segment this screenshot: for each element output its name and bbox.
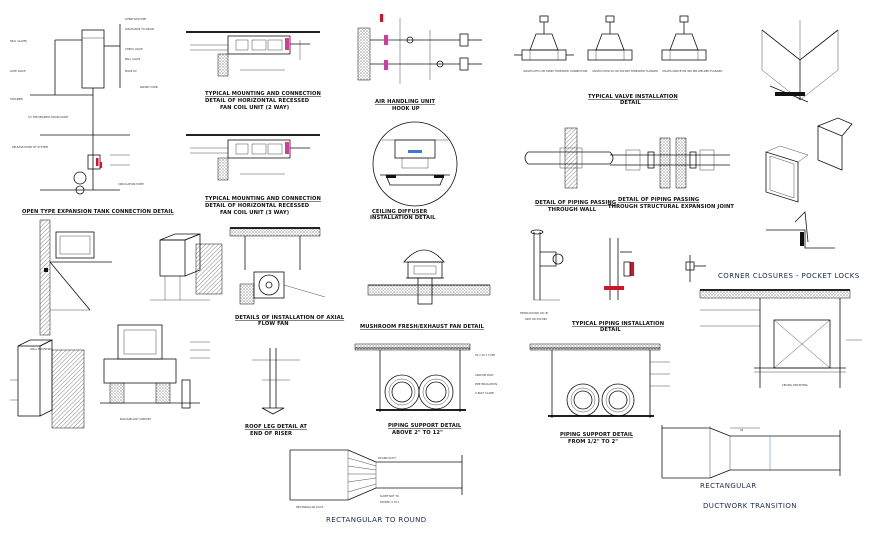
title-fcu-2way-1: TYPICAL MOUNTING AND CONNECTION [205, 91, 321, 97]
label-overflow: OVERFLOW PIPE [125, 17, 146, 21]
title-fcu-3way-1: TYPICAL MOUNTING AND CONNECTION [205, 196, 321, 202]
label-piping-size: SIDE OR 200 MM [525, 317, 547, 321]
pipe-small-1 [566, 383, 600, 417]
title-ahu-2: HOOK UP [392, 106, 420, 112]
expansion-tank [81, 29, 105, 89]
wall-mounting-iso: WALL MOUNTING [10, 339, 85, 429]
label-piping-round: PIPING ROUND OR UP [520, 311, 549, 315]
label-rectangular: RECTANGULAR [700, 482, 757, 490]
label-anchor-bolt: ANCHOR BOLT [475, 373, 494, 377]
title-pipe-support-large-2: ABOVE 2" TO 12" [392, 430, 443, 436]
valve-label-2: VALVES OVER 50 ON 300 MM THREADED FLANGE… [592, 69, 658, 73]
title-ceiling-diffuser-2: INSTALLATION DETAIL [370, 215, 436, 221]
title-typical-piping-2: DETAIL [600, 327, 621, 333]
title-roof-leg-2: END OF RISER [250, 431, 292, 437]
fcu-3way-detail: TYPICAL MOUNTING AND CONNECTION DETAIL O… [186, 134, 321, 216]
label-discharge: DISCHARGE TO DRAIN [125, 27, 154, 31]
label-gate-valve: GATE VALVE [10, 69, 26, 73]
block-block-support: BLOCK/BLOCK SUPPORT [100, 324, 210, 421]
title-roof-leg-1: ROOF LEG DETAIL AT [245, 424, 307, 430]
fcu-2way-detail: TYPICAL MOUNTING AND CONNECTION DETAIL O… [186, 31, 321, 111]
ceiling-diffuser-detail: CEILING DIFFUSER INSTALLATION DETAIL [370, 121, 458, 221]
title-corner-closures: CORNER CLOSURES - POCKET LOCKS [718, 272, 860, 280]
pipe-expansion-joint-detail: DETAIL OF PIPING PASSING THROUGH STRUCTU… [608, 137, 734, 210]
valve-1 [514, 15, 574, 61]
title-rect-to-round: RECTANGULAR TO ROUND [326, 516, 427, 524]
title-axial-fan-1: DETAILS OF INSTALLATION OF AXIAL [235, 315, 345, 321]
title-expansion-tank: OPEN TYPE EXPANSION TANK CONNECTION DETA… [22, 209, 174, 215]
title-mushroom-fan: MUSHROOM FRESH/EXHAUST FAN DETAIL [360, 324, 485, 330]
roof-leg-detail: ROOF LEG DETAIL AT END OF RISER [245, 348, 307, 437]
label-u-bolt: U-BOLT CLAMP [475, 391, 494, 395]
expansion-tank-detail: SEAL VALVES GATE VALVE STRAINER OVERFLOW… [10, 17, 174, 215]
rect-to-round-detail: ROUND DUCT RECTANGULAR DUCT SLOPE NOT TO… [289, 449, 463, 524]
title-pipe-wall-2: THROUGH WALL [548, 207, 597, 213]
corner-isometric [761, 20, 839, 103]
title-pipe-wall-1: DETAIL OF PIPING PASSING [535, 200, 616, 206]
corner-closures-detail: CORNER CLOSURES - POCKET LOCKS [685, 211, 860, 282]
label-slope-2: EXCEED 4 TO 1 [380, 500, 400, 504]
title-block-support: BLOCK/BLOCK SUPPORT [120, 417, 151, 421]
title-wall-mounting: WALL MOUNTING [30, 347, 52, 351]
pipe-support-small-detail: PIPING SUPPORT DETAIL FROM 1/2" TO 2" [529, 343, 670, 445]
title-pipe-support-large-1: PIPING SUPPORT DETAIL [388, 423, 462, 429]
valve-label-3: VALVES ABOVE ON 300 MM WELDED FLANGED [662, 69, 723, 73]
label-check-valve: CHECK VALVE [125, 47, 143, 51]
title-fcu-2way-2: DETAIL OF HORIZONTAL RECESSED [205, 98, 310, 104]
title-pipe-support-small-2: FROM 1/2" TO 2" [568, 439, 618, 445]
title-axial-fan-2: FLOW FAN [258, 321, 289, 327]
title-typical-piping-1: TYPICAL PIPING INSTALLATION [572, 321, 664, 327]
label-pipe-insulation: PIPE INSULATION [475, 382, 497, 386]
label-drain-point: TO THE NEAREST DRAIN POINT [28, 115, 69, 119]
ceiling-mounting-detail: CEILING MOUNTING [699, 289, 862, 388]
title-fcu-3way-3: FAN COIL UNIT (3 WAY) [220, 210, 289, 216]
label-steel-angle: 50 x 50 x 5 MM [475, 353, 495, 357]
pipe-through-wall-detail: DETAIL OF PIPING PASSING THROUGH WALL [524, 127, 616, 213]
label-make-up: MAKE UP [125, 69, 137, 73]
title-ceiling-diffuser-1: CEILING DIFFUSER [372, 209, 427, 215]
ductwork-transition-detail: 35 RECTANGULAR DUCTWORK TRANSITION [661, 425, 841, 510]
label-seal-valves: SEAL VALVES [10, 39, 27, 43]
label-rectangular-duct: RECTANGULAR DUCT [296, 505, 324, 509]
duct-box-isometric [765, 117, 853, 203]
valve-label-1: VALVES UPTO OR 50MM THREADED CONNECTION [523, 69, 587, 73]
axial-fan-detail: DETAILS OF INSTALLATION OF AXIAL FLOW FA… [229, 227, 345, 327]
valve-installation-detail: VALVES UPTO OR 50MM THREADED CONNECTION … [514, 15, 723, 106]
label-raised-curb: RAISED CURB [140, 85, 158, 89]
label-round-duct: ROUND DUCT [378, 456, 396, 460]
pipe-support-large-detail: 50 x 50 x 5 MM ANCHOR BOLT PIPE INSULATI… [354, 343, 497, 436]
pipe-large-2 [418, 374, 454, 410]
wall-mounting-upper [39, 219, 112, 336]
pump-icon [73, 171, 87, 185]
valve-2 [587, 15, 633, 61]
title-pipe-support-small-1: PIPING SUPPORT DETAIL [560, 432, 634, 438]
label-slope-1: SLOPE NOT TO [380, 494, 399, 498]
title-fcu-3way-2: DETAIL OF HORIZONTAL RECESSED [205, 203, 310, 209]
title-pipe-joint-2: THROUGH STRUCTURAL EXPANSION JOINT [608, 204, 734, 210]
label-circulation-pump: CIRCULATION PUMP [118, 182, 144, 186]
title-ceiling-mounting: CEILING MOUNTING [782, 383, 808, 387]
label-release-point: RELEASE POINT OF SYSTEM [12, 145, 48, 149]
title-ahu-1: AIR HANDLING UNIT [375, 99, 435, 105]
typical-piping-detail: PIPING ROUND OR UP SIDE OR 200 MM TYPICA… [520, 229, 664, 333]
label-ball-valve: BALL VALVE [125, 57, 141, 61]
valve-3 [661, 15, 707, 61]
title-fcu-2way-3: FAN COIL UNIT (2 WAY) [220, 105, 289, 111]
title-pipe-joint-1: DETAIL OF PIPING PASSING [618, 197, 699, 203]
label-strainer: STRAINER [10, 97, 23, 101]
ahu-hookup-detail: AIR HANDLING UNIT HOOK UP [357, 14, 482, 112]
mushroom-fan-detail: MUSHROOM FRESH/EXHAUST FAN DETAIL [360, 249, 491, 330]
pipe-small-2 [601, 383, 635, 417]
title-ductwork-transition: DUCTWORK TRANSITION [703, 502, 797, 510]
block-support-detail [150, 233, 223, 301]
title-valve-1: TYPICAL VALVE INSTALLATION [588, 94, 678, 100]
pipe-large-1 [384, 374, 420, 410]
title-valve-2: DETAIL [620, 100, 641, 106]
label-dim-35: 35 [740, 428, 744, 432]
fan-coil-unit [227, 35, 291, 55]
